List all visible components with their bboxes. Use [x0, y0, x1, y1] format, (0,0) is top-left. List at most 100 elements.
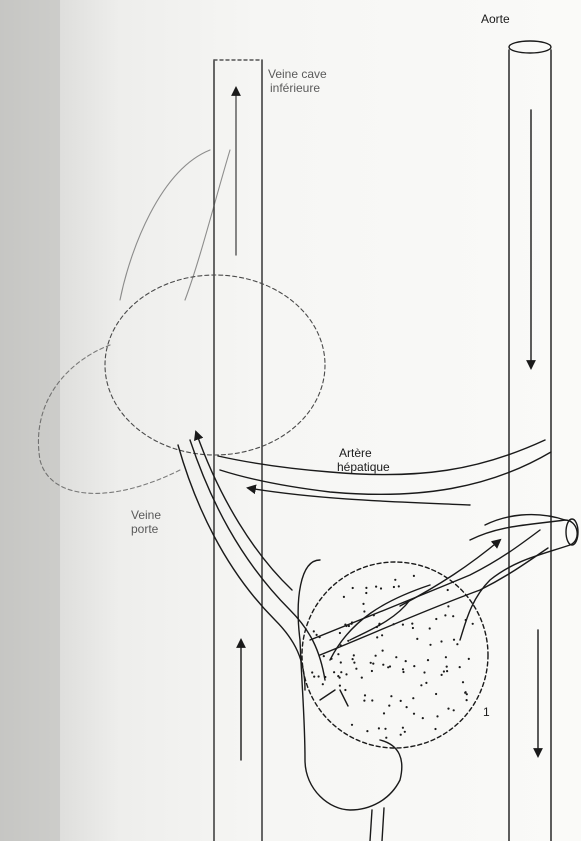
portal-vein-label-line-2: porte	[131, 523, 158, 536]
spleen-dot	[400, 700, 402, 702]
spleen-dot	[444, 614, 446, 616]
spleen-dot	[362, 603, 364, 605]
spleen-dot	[447, 589, 449, 591]
hepatic-artery-label-line-1: Artère	[339, 447, 372, 460]
spleen-dot	[330, 658, 332, 660]
spleen-dot	[453, 709, 455, 711]
spleen-dot	[406, 706, 408, 708]
spleen-dot	[465, 691, 467, 693]
spleen-dot	[468, 658, 470, 660]
spleen-dot	[340, 671, 342, 673]
spleen-dot	[381, 634, 383, 636]
spleen-dot	[363, 610, 365, 612]
spleen-dot	[456, 643, 458, 645]
portal-vein-arrow	[196, 432, 292, 590]
spleen-dot	[365, 587, 367, 589]
spleen-dot	[436, 715, 438, 717]
spleen-dot	[375, 655, 377, 657]
spleen-dot	[333, 671, 335, 673]
spleen-dot	[429, 644, 431, 646]
spleen-dot	[422, 717, 424, 719]
spleen-dot	[404, 731, 406, 733]
spleen-dot	[402, 671, 404, 673]
spleen-dot	[400, 734, 402, 736]
spleen-dot	[412, 627, 414, 629]
spleen-dot	[375, 586, 377, 588]
spleen-dot	[435, 618, 437, 620]
spleen-dot	[355, 668, 357, 670]
spleen-dot	[364, 694, 366, 696]
portal-vein-label-line-1: Veine	[131, 509, 161, 522]
spleen-dot	[366, 730, 368, 732]
spleen-dot	[343, 596, 345, 598]
spleen-dot	[323, 655, 325, 657]
spleen-dot	[446, 666, 448, 668]
spleen-dot	[411, 623, 413, 625]
spleen-dot	[441, 674, 443, 676]
spleen-dot	[445, 656, 447, 658]
spleen-dot	[402, 668, 404, 670]
spleen-dot	[452, 615, 454, 617]
spleen-dot	[337, 653, 339, 655]
spleen-dot	[394, 579, 396, 581]
spleen-lobule	[302, 562, 488, 748]
liver	[38, 150, 325, 493]
spleen-dot	[446, 670, 448, 672]
spleen-dot	[440, 640, 442, 642]
spleen-dot	[339, 632, 341, 634]
spleen-dot	[388, 705, 390, 707]
spleen-dot	[345, 673, 347, 675]
spleen-dot	[413, 665, 415, 667]
spleen-dot	[465, 619, 467, 621]
scan-shadow	[0, 0, 60, 841]
spleen-dot	[459, 666, 461, 668]
spleen-dot	[395, 656, 397, 658]
spleen-dot	[398, 585, 400, 587]
vena-cava-label-line-2: inférieure	[270, 82, 320, 95]
spleen-dot	[453, 639, 455, 641]
spleen-dot	[351, 623, 353, 625]
spleen-dot	[373, 614, 375, 616]
spleen-dot	[413, 713, 415, 715]
spleen-dot	[382, 650, 384, 652]
spleen-dot	[443, 670, 445, 672]
spleen-dot	[447, 605, 449, 607]
spleen-dot	[340, 661, 342, 663]
spleen-dot	[371, 699, 373, 701]
spleen-dot	[384, 728, 386, 730]
spleen-dot	[339, 685, 341, 687]
spleen-dot	[351, 724, 353, 726]
spleen-dot	[383, 712, 385, 714]
spleen-dot	[376, 626, 378, 628]
spleen-dot	[393, 586, 395, 588]
spleen-dot	[344, 624, 346, 626]
spleen-dots	[311, 575, 474, 739]
spleen-dot	[316, 634, 318, 636]
spleen-dot	[402, 624, 404, 626]
intestine-segment	[460, 515, 578, 640]
spleen-dot	[324, 676, 326, 678]
spleen-dot	[376, 636, 378, 638]
spleen-dot	[353, 662, 355, 664]
spleen-dot	[447, 708, 449, 710]
hepatic-artery-label-line-2: hépatique	[337, 461, 390, 474]
spleen-dot	[429, 627, 431, 629]
spleen-dot	[385, 737, 387, 739]
spleen-organ	[298, 560, 488, 841]
spleen-dot	[370, 662, 372, 664]
spleen-dot	[387, 666, 389, 668]
spleen-dot	[382, 664, 384, 666]
spleen-dot	[322, 683, 324, 685]
spleen-dot	[427, 659, 429, 661]
spleen-dot	[420, 684, 422, 686]
spleen-dot	[412, 697, 414, 699]
spleen-dot	[339, 677, 341, 679]
spleen-dot	[365, 592, 367, 594]
spleen-dot	[371, 670, 373, 672]
spleen-dot	[340, 644, 342, 646]
spleen-dot	[393, 623, 395, 625]
spleen-dot	[372, 663, 374, 665]
spleen-dot	[313, 676, 315, 678]
spleen-dot	[405, 660, 407, 662]
